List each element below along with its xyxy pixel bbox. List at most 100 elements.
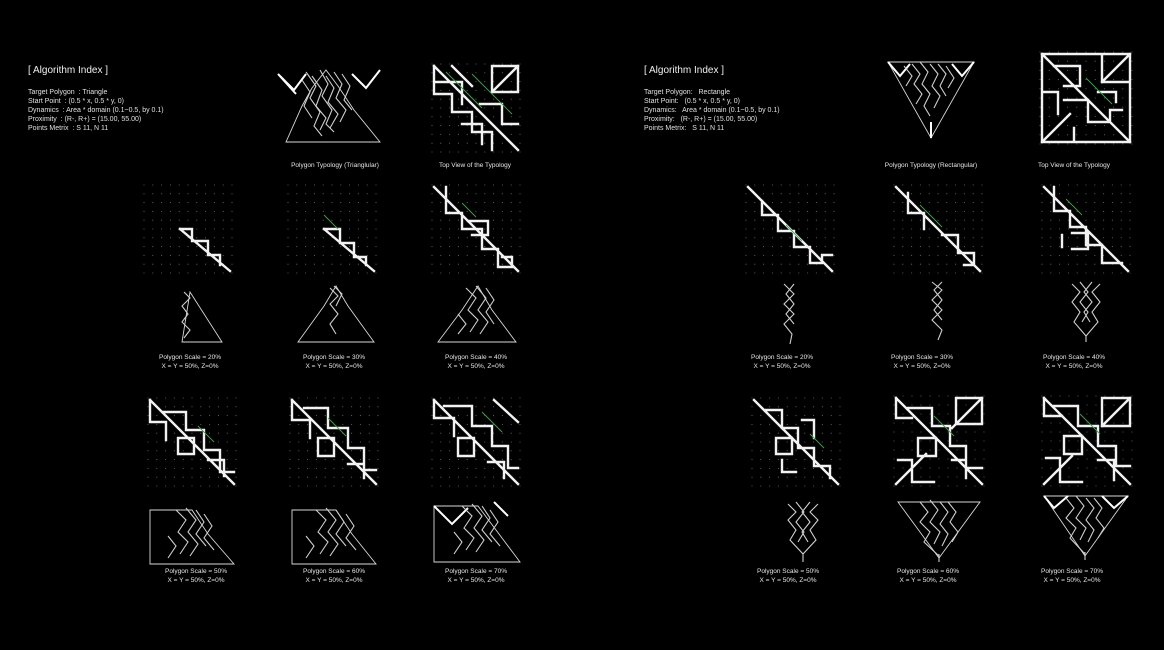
- grid-point: [1067, 193, 1069, 195]
- grid-point: [754, 202, 756, 204]
- grid-point: [1094, 228, 1096, 230]
- grid-point: [830, 423, 832, 425]
- grid-point: [231, 246, 233, 248]
- grid-point: [475, 81, 477, 83]
- grid-point: [156, 476, 158, 478]
- grid-point: [920, 449, 922, 451]
- grid-point: [519, 184, 521, 186]
- grid-point: [213, 228, 215, 230]
- grid-point: [1103, 88, 1105, 90]
- grid-point: [830, 459, 832, 461]
- grid-point: [815, 228, 817, 230]
- grid-point: [289, 415, 291, 417]
- grid-point: [359, 397, 361, 399]
- scale-caption-60: Polygon Scale = 60%X = Y = 50%, Z=0%: [897, 568, 959, 584]
- grid-point: [510, 237, 512, 239]
- grid-point: [349, 193, 351, 195]
- grid-point: [322, 246, 324, 248]
- grid-point: [833, 246, 835, 248]
- grid-point: [457, 432, 459, 434]
- grid-point: [1041, 440, 1043, 442]
- grid-point: [431, 485, 433, 487]
- grid-point: [324, 476, 326, 478]
- grid-point: [777, 441, 779, 443]
- grid-point: [296, 254, 298, 256]
- grid-point: [902, 422, 904, 424]
- grid-point: [919, 184, 921, 186]
- grid-point: [475, 459, 477, 461]
- grid-point: [213, 210, 215, 212]
- grid-point: [911, 254, 913, 256]
- grid-point: [1120, 272, 1122, 274]
- grid-point: [763, 193, 765, 195]
- grid-point: [751, 485, 753, 487]
- grid-point: [1122, 440, 1124, 442]
- grid-point: [1113, 143, 1115, 145]
- grid-point: [786, 415, 788, 417]
- grid-point: [431, 406, 433, 408]
- grid-point: [1067, 228, 1069, 230]
- grid-point: [298, 432, 300, 434]
- grid-point: [777, 432, 779, 434]
- grid-point: [745, 263, 747, 265]
- grid-point: [143, 184, 145, 186]
- grid-plan-30-svg: [287, 184, 377, 274]
- grid-point: [475, 485, 477, 487]
- grid-point: [484, 193, 486, 195]
- grid-point: [1067, 272, 1069, 274]
- grid-point: [963, 272, 965, 274]
- grid-point: [1048, 143, 1050, 145]
- grid-point: [972, 246, 974, 248]
- grid-point: [493, 142, 495, 144]
- grid-point: [475, 263, 477, 265]
- grid-point: [440, 263, 442, 265]
- grid-point: [366, 272, 368, 274]
- grid-point: [763, 272, 765, 274]
- grid-point: [519, 237, 521, 239]
- grid-point: [519, 219, 521, 221]
- grid-point: [965, 440, 967, 442]
- grid-point: [510, 133, 512, 135]
- grid-point: [821, 432, 823, 434]
- grid-point: [929, 440, 931, 442]
- grid-point: [1104, 395, 1106, 397]
- grid-point: [1122, 97, 1124, 99]
- grid-point: [1039, 134, 1041, 136]
- grid-point: [187, 237, 189, 239]
- grid-point: [466, 423, 468, 425]
- grid-point: [231, 193, 233, 195]
- grid-point: [983, 440, 985, 442]
- grid-point: [333, 432, 335, 434]
- grid-point: [351, 397, 353, 399]
- grid-point: [745, 272, 747, 274]
- grid-point: [780, 272, 782, 274]
- grid-point: [972, 184, 974, 186]
- grid-point: [929, 395, 931, 397]
- grid-point: [947, 467, 949, 469]
- grid-point: [440, 116, 442, 118]
- grid-point: [501, 89, 503, 91]
- grid-point: [1050, 449, 1052, 451]
- grid-point: [1050, 246, 1052, 248]
- grid-point: [1041, 485, 1043, 487]
- grid-point: [449, 193, 451, 195]
- grid-point: [342, 476, 344, 478]
- grid-point: [751, 397, 753, 399]
- grid-point: [484, 467, 486, 469]
- grid-point: [377, 476, 379, 478]
- grid-point: [929, 422, 931, 424]
- grid-point: [217, 485, 219, 487]
- grid-point: [1076, 254, 1078, 256]
- grid-point: [947, 485, 949, 487]
- grid-point: [156, 415, 158, 417]
- grid-point: [1095, 422, 1097, 424]
- grid-point: [1129, 237, 1131, 239]
- grid-point: [287, 237, 289, 239]
- grid-point: [1086, 404, 1088, 406]
- grid-point: [366, 254, 368, 256]
- grid-point: [187, 246, 189, 248]
- grid-point: [1103, 202, 1105, 204]
- grid-point: [1094, 60, 1096, 62]
- grid-point: [368, 406, 370, 408]
- grid-point: [1048, 79, 1050, 81]
